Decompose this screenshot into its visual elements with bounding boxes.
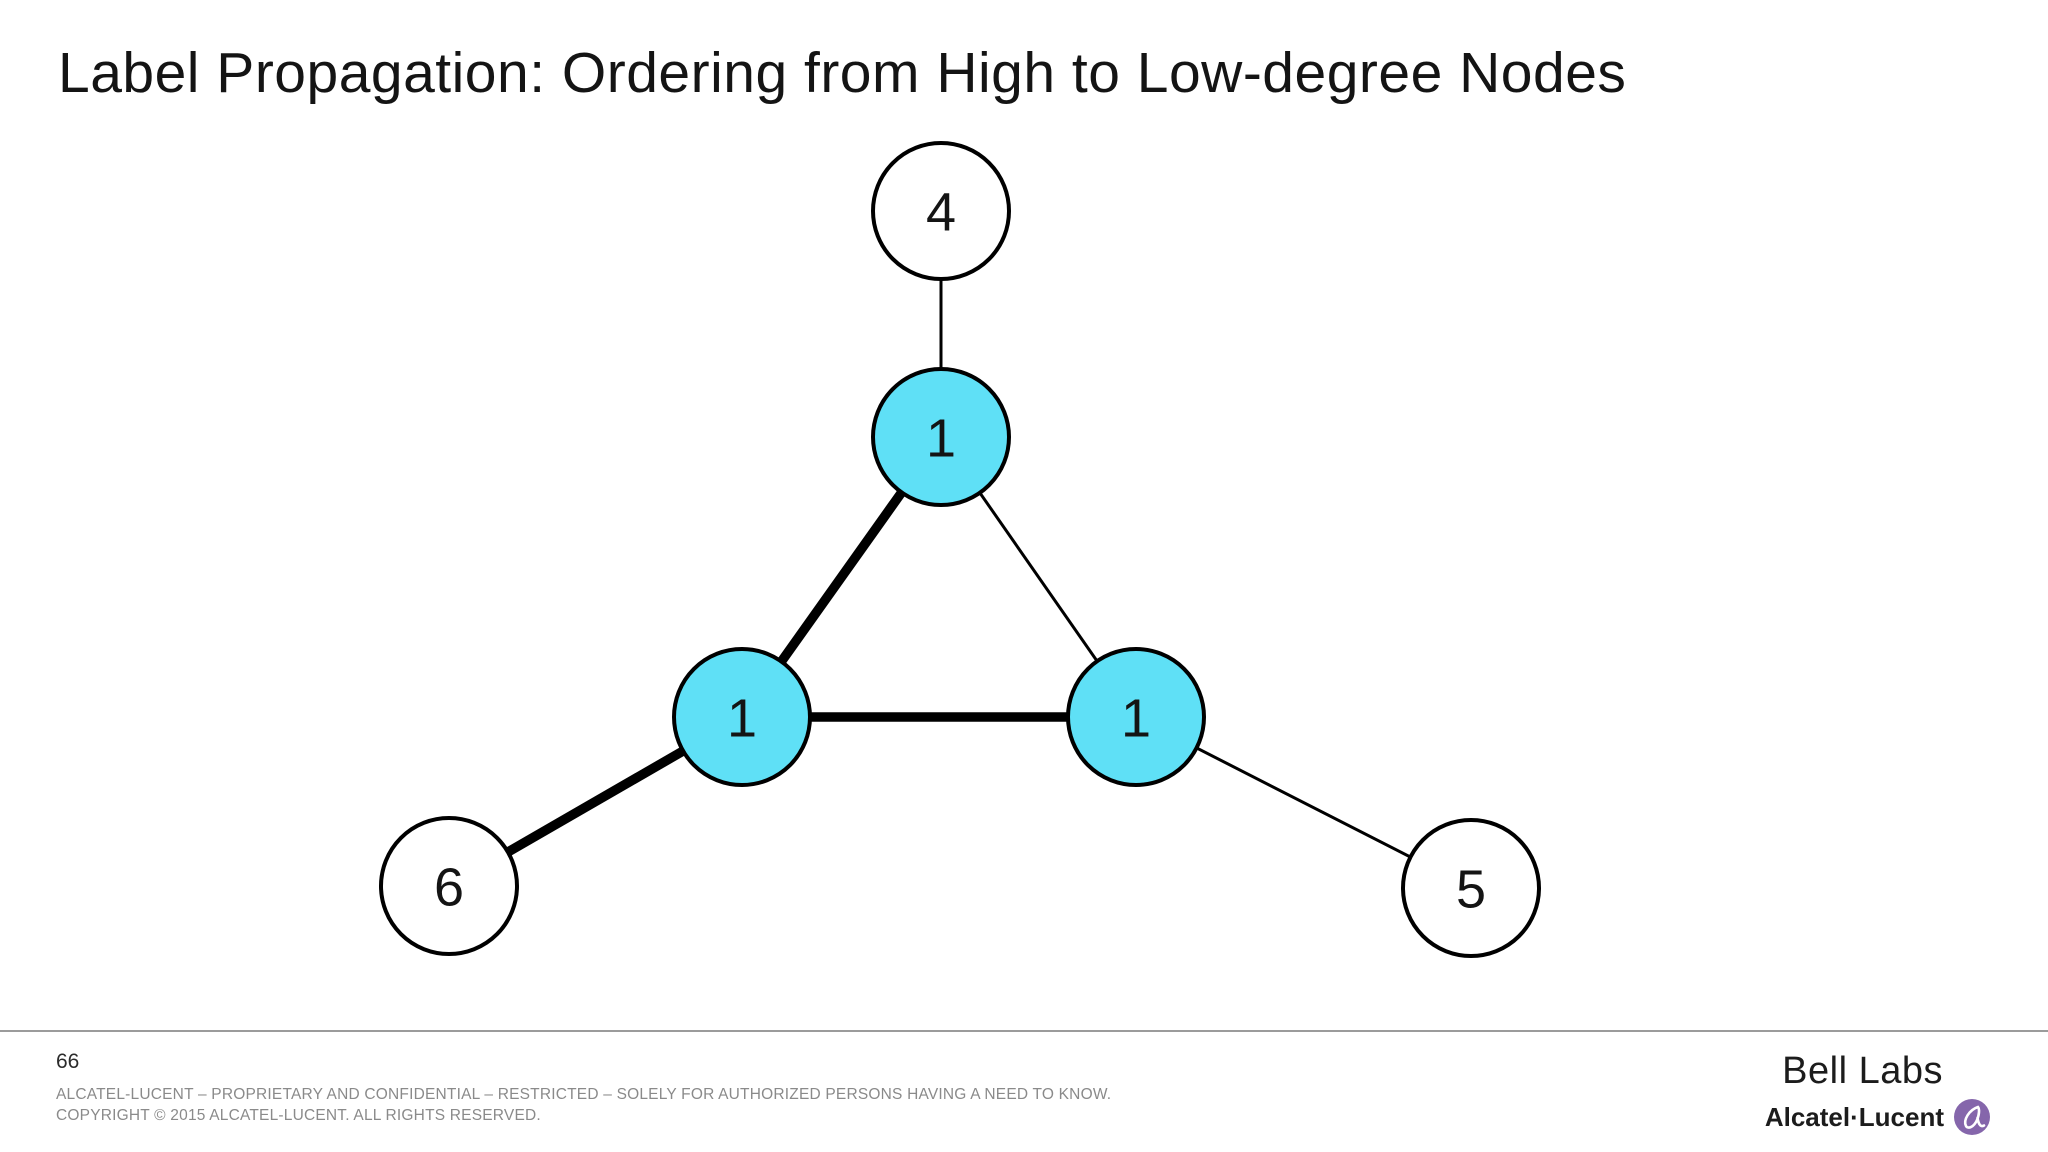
graph-node-left: 1	[672, 647, 812, 787]
node-circle	[871, 367, 1011, 507]
slide-title: Label Propagation: Ordering from High to…	[58, 41, 1627, 105]
footer-legal: ALCATEL-LUCENT – PROPRIETARY AND CONFIDE…	[56, 1084, 1111, 1126]
alcatel-lucent-wordmark: Alcatel·Lucent	[1764, 1101, 1944, 1132]
graph-node-bottom-left: 6	[379, 816, 519, 956]
node-label: 5	[1456, 859, 1486, 919]
node-label: 1	[1121, 688, 1151, 748]
node-circle	[379, 816, 519, 956]
graph-node-bottom-right: 5	[1401, 818, 1541, 958]
graph-node-top: 4	[871, 141, 1011, 281]
node-label: 4	[926, 182, 956, 242]
alcatel-lucent-swirl-icon	[1954, 1099, 1990, 1135]
node-label: 1	[727, 688, 757, 748]
footer-legal-line1: ALCATEL-LUCENT – PROPRIETARY AND CONFIDE…	[56, 1086, 1112, 1103]
graph-node-center: 1	[871, 367, 1011, 507]
graph-node-right: 1	[1066, 647, 1206, 787]
footer-legal-line2: COPYRIGHT © 2015 ALCATEL-LUCENT. ALL RIG…	[56, 1107, 541, 1124]
node-label: 6	[434, 857, 464, 917]
node-label: 1	[926, 408, 956, 468]
node-circle	[1401, 818, 1541, 958]
bell-labs-wordmark: Bell Labs	[1782, 1050, 1943, 1092]
node-circle	[871, 141, 1011, 281]
page-number: 66	[56, 1050, 80, 1073]
node-circle	[1066, 647, 1206, 787]
brand-block: Bell Labs Alcatel·Lucent	[1765, 1050, 1990, 1135]
footer-divider	[0, 1030, 2048, 1032]
node-circle	[672, 647, 812, 787]
